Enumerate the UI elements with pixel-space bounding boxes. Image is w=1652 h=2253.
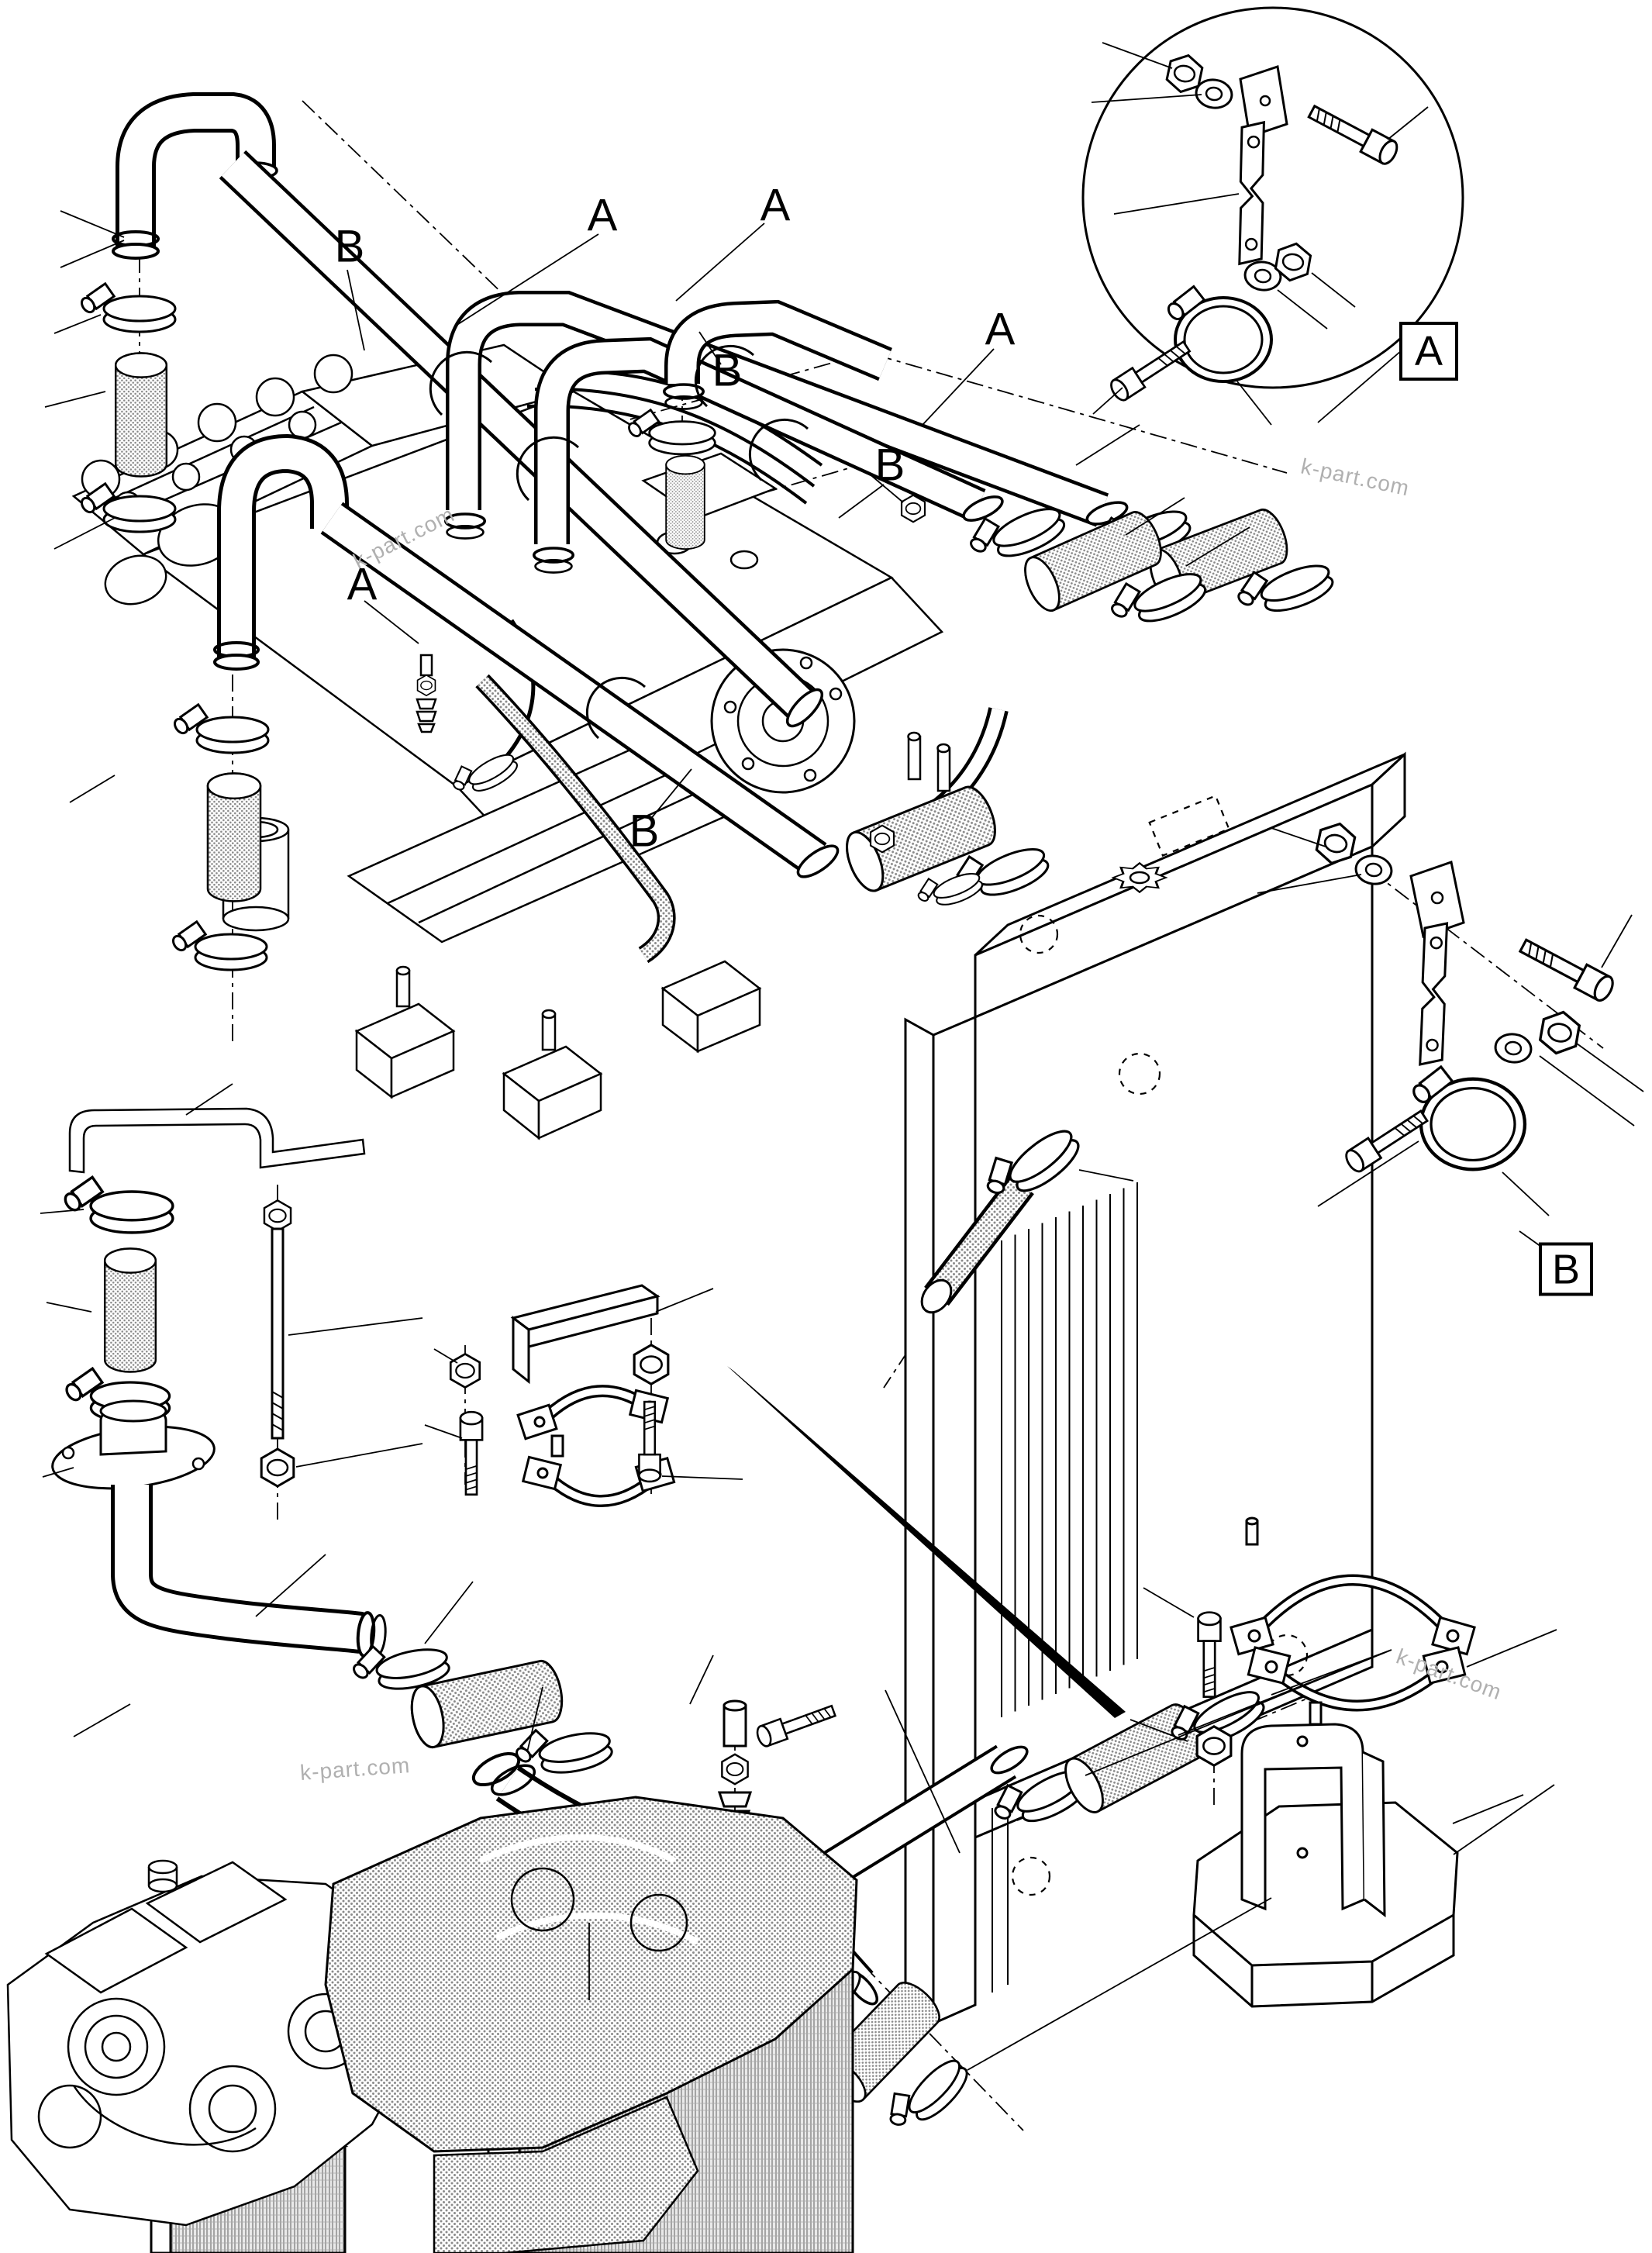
hose-chain-left xyxy=(78,92,349,971)
detail-circle-a xyxy=(1081,6,1464,426)
detail-box-b: B xyxy=(1539,1242,1593,1296)
callout-letter: A xyxy=(347,559,378,610)
pipe-assembly-upper xyxy=(219,150,1338,964)
callout-letter: B xyxy=(712,345,743,396)
detail-box-a: A xyxy=(1399,322,1458,381)
engine-lower xyxy=(6,1796,858,2253)
saddle-clamp xyxy=(424,1284,743,1507)
callout-letter: A xyxy=(760,180,791,231)
pedestal-bracket xyxy=(1192,1516,1476,2008)
callout-letter: B xyxy=(874,440,905,491)
callout-letter: A xyxy=(985,304,1016,355)
callout-letter: B xyxy=(334,221,365,272)
callout-letter: B xyxy=(629,806,660,857)
elbow-pipe-left xyxy=(51,1175,670,1785)
bracket-detail-b xyxy=(1257,819,1644,1247)
pointer-line xyxy=(727,1366,1126,1718)
leader-lines xyxy=(40,210,1557,2071)
callout-letter: A xyxy=(587,190,618,241)
